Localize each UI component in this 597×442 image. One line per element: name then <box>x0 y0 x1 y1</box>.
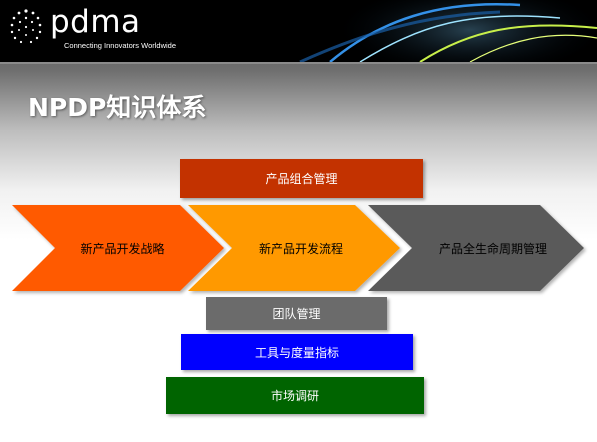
chevron-lifecycle <box>368 205 584 291</box>
portfolio-management-box: 产品组合管理 <box>180 159 423 198</box>
tools-metrics-label: 工具与度量指标 <box>254 345 339 360</box>
page-title: NPDP知识体系 <box>28 93 207 122</box>
header-bar: pdma Connecting Innovators Worldwide <box>0 0 597 62</box>
chevron-process <box>188 205 400 291</box>
logo-text: pdma <box>50 4 141 40</box>
chevron-strategy-label: 新产品开发战略 <box>80 241 165 256</box>
portfolio-management-label: 产品组合管理 <box>265 172 338 186</box>
market-research-box: 市场调研 <box>166 377 424 414</box>
team-management-label: 团队管理 <box>272 307 321 321</box>
tools-metrics-box: 工具与度量指标 <box>181 334 413 370</box>
market-research-label: 市场调研 <box>270 389 319 403</box>
team-management-box: 团队管理 <box>206 297 387 330</box>
chevron-process-label: 新产品开发流程 <box>258 241 343 256</box>
header-divider <box>0 62 597 64</box>
chevron-strategy <box>12 205 224 291</box>
chevron-lifecycle-label: 产品全生命周期管理 <box>438 241 547 256</box>
light-swoosh-decoration <box>299 0 597 62</box>
logo-tagline: Connecting Innovators Worldwide <box>64 41 177 50</box>
dots-logo-icon <box>10 9 42 44</box>
